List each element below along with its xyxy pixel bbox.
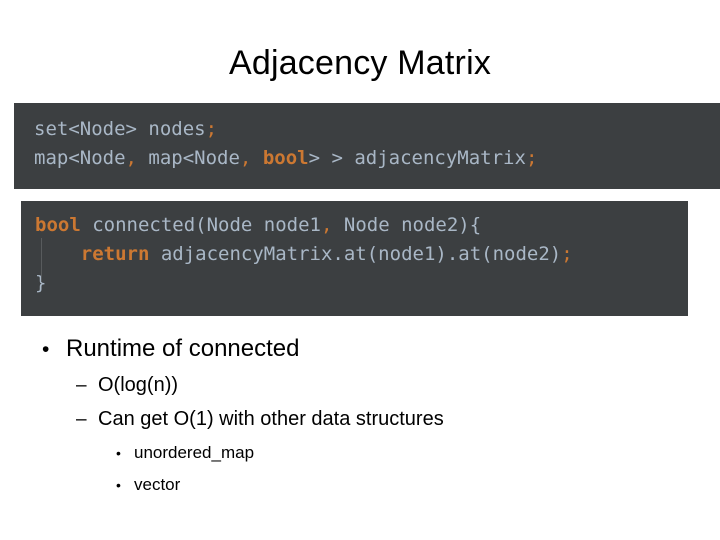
code-token-keyword: return: [80, 243, 150, 265]
code-token-plain: adjacencyMatrix.at(node1).at(node2): [149, 243, 562, 265]
code-line: return adjacencyMatrix.at(node1).at(node…: [35, 240, 688, 269]
code-token-keyword: bool: [262, 147, 309, 169]
bullet-marker-icon: •: [116, 445, 121, 461]
bullet-list: •Runtime of connected–O(log(n))–Can get …: [0, 334, 720, 497]
list-item: –O(log(n)): [76, 372, 720, 399]
code-token-plain: [251, 147, 262, 169]
code-token-punct: ;: [525, 147, 538, 169]
list-item: • unordered_map: [116, 441, 720, 465]
bullet-marker-icon: –: [76, 375, 87, 396]
code-line: map<Node, map<Node, bool> > adjacencyMat…: [34, 144, 720, 173]
code-token-plain: map<Node: [34, 147, 126, 169]
bullet-marker-icon: •: [42, 338, 50, 361]
list-item: • Runtime of connected: [42, 334, 720, 365]
code-line: bool connected(Node node1, Node node2){: [35, 211, 688, 240]
code-token-punct: ,: [320, 214, 333, 236]
list-item-label: vector: [134, 475, 181, 494]
list-item: –Can get O(1) with other data structures: [76, 406, 720, 433]
code-token-punct: ,: [125, 147, 137, 169]
code-token-punct: ;: [205, 118, 218, 140]
list-item-label: Can get O(1) with other data structures: [98, 408, 444, 430]
code-line: set<Node> nodes;: [34, 115, 720, 144]
code-token-punct: ;: [561, 243, 573, 265]
code-line: }: [35, 269, 688, 298]
code-token-punct: ,: [239, 147, 252, 169]
list-item: • vector: [116, 473, 720, 497]
list-item-label: Runtime of connected: [66, 335, 300, 362]
list-item-label: O(log(n)): [98, 374, 179, 396]
code-token-plain: connected(Node node1: [80, 214, 321, 236]
code-token-plain: Node node2){: [332, 214, 482, 236]
code-block-declarations: set<Node> nodes;map<Node, map<Node, bool…: [14, 103, 720, 189]
bullet-marker-icon: –: [76, 409, 87, 430]
code-token-plain: > > adjacencyMatrix: [308, 147, 526, 169]
indent-guide-line: [41, 238, 42, 282]
list-item-label: unordered_map: [134, 443, 255, 462]
code-block-connected-function: bool connected(Node node1, Node node2){ …: [21, 201, 688, 316]
code-token-plain: map<Node: [136, 147, 240, 169]
code-token-plain: }: [35, 272, 47, 294]
code-token-plain: set<Node> nodes: [34, 118, 206, 140]
bullet-marker-icon: •: [116, 477, 121, 493]
code-token-keyword: bool: [35, 214, 81, 236]
page-title: Adjacency Matrix: [228, 44, 492, 82]
